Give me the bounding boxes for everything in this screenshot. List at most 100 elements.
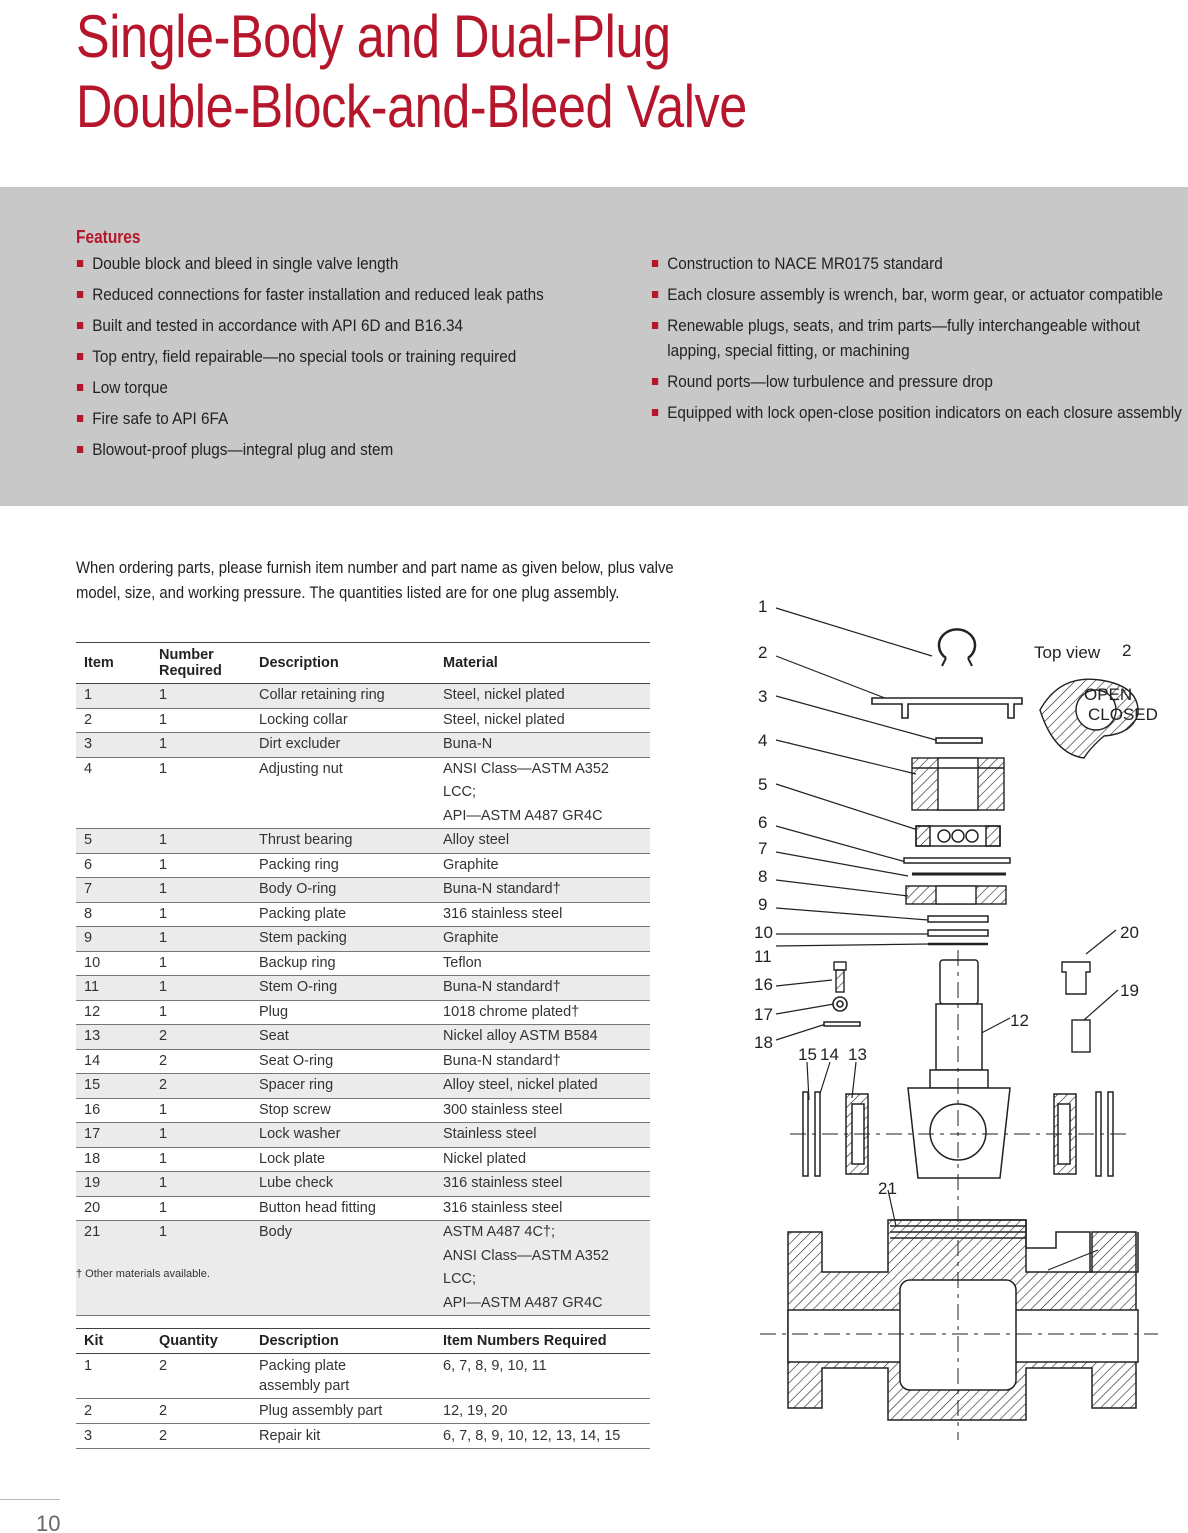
material-line: API—ASTM A487 GR4C bbox=[443, 807, 603, 824]
part-lock-plate bbox=[823, 1021, 861, 1027]
material-cell: Stainless steel bbox=[435, 1122, 650, 1148]
part-stem-packing bbox=[927, 915, 989, 937]
number-required-cell: 2 bbox=[151, 1073, 251, 1099]
callout-9: 9 bbox=[758, 895, 767, 914]
callout-20: 20 bbox=[1120, 923, 1139, 942]
item-cell: 2 bbox=[76, 708, 151, 733]
description-cell: Packing plate bbox=[251, 902, 435, 927]
callout-10: 10 bbox=[754, 923, 773, 942]
column-header-quantity: Quantity bbox=[151, 1328, 251, 1354]
material-line: 300 stainless steel bbox=[443, 1101, 563, 1118]
top-view-label: Top view bbox=[1034, 643, 1101, 662]
quantity-cell: 2 bbox=[151, 1353, 251, 1399]
number-required-cell: 1 bbox=[151, 1220, 251, 1316]
callout-15: 15 bbox=[798, 1045, 817, 1064]
material-line: Alloy steel bbox=[443, 832, 510, 848]
callout-19: 19 bbox=[1120, 981, 1139, 1000]
part-collar-retaining-ring bbox=[937, 628, 977, 667]
description-cell: Body bbox=[251, 1220, 435, 1316]
item-cell: 21 bbox=[76, 1220, 151, 1316]
callout-21: 21 bbox=[878, 1179, 897, 1198]
number-required-cell: 1 bbox=[151, 902, 251, 927]
item-numbers-cell: 12, 19, 20 bbox=[435, 1398, 650, 1424]
feature-item: Renewable plugs, seats, and trim parts—f… bbox=[651, 313, 1187, 363]
description-cell: Seat O-ring bbox=[251, 1049, 435, 1074]
callout-2-top: 2 bbox=[1122, 641, 1131, 660]
kits-table-header: Kit Quantity Description Item Numbers Re… bbox=[76, 1328, 650, 1354]
part-body bbox=[787, 1219, 1139, 1421]
kit-cell-text: 1 bbox=[84, 1358, 93, 1374]
material-cell: Buna-N standard† bbox=[435, 1049, 650, 1074]
material-line: Graphite bbox=[443, 930, 499, 946]
kit-cell: 2 bbox=[76, 1398, 151, 1424]
part-packing-plate bbox=[905, 885, 1007, 905]
features-heading: Features bbox=[76, 227, 141, 247]
material-line: 1018 chrome plated† bbox=[443, 1003, 580, 1020]
column-header-number-required: Number Required bbox=[151, 642, 251, 684]
kit-cell: 1 bbox=[76, 1353, 151, 1399]
item-cell: 10 bbox=[76, 951, 151, 976]
material-line: Steel, nickel plated bbox=[443, 711, 565, 728]
callout-numbers: 1 2 3 4 5 6 7 8 9 10 11 16 17 18 15 14 1… bbox=[754, 597, 1139, 1198]
material-cell: Steel, nickel plated bbox=[435, 683, 650, 709]
material-line: Buna-N standard† bbox=[443, 1052, 561, 1069]
number-required-cell: 1 bbox=[151, 683, 251, 709]
number-required-cell: 1 bbox=[151, 708, 251, 733]
kit-cell: 3 bbox=[76, 1423, 151, 1449]
feature-item: Double block and bleed in single valve l… bbox=[76, 251, 635, 276]
callout-6: 6 bbox=[758, 813, 767, 832]
quantity-cell: 2 bbox=[151, 1398, 251, 1424]
material-line: 316 stainless steel bbox=[443, 905, 563, 922]
feature-item: Round ports—low turbulence and pressure … bbox=[651, 369, 1187, 394]
feature-item: Built and tested in accordance with API … bbox=[76, 313, 635, 338]
part-locking-collar bbox=[871, 697, 1023, 719]
callout-1: 1 bbox=[758, 597, 767, 616]
feature-item: Low torque bbox=[76, 375, 635, 400]
number-required-cell: 2 bbox=[151, 1024, 251, 1050]
description-cell: Adjusting nut bbox=[251, 757, 435, 829]
callout-3: 3 bbox=[758, 687, 767, 706]
item-cell: 16 bbox=[76, 1098, 151, 1123]
kit-description-cell-text: Plug assembly part bbox=[259, 1403, 383, 1419]
part-thrust-bearing bbox=[915, 825, 1001, 847]
page-title: Single-Body and Dual-Plug Double-Block-a… bbox=[76, 2, 747, 142]
part-button-head-fitting bbox=[1061, 961, 1091, 995]
material-line: 316 stainless steel bbox=[443, 1175, 563, 1191]
material-cell: Alloy steel, nickel plated bbox=[435, 1073, 650, 1099]
description-cell: Collar retaining ring bbox=[251, 683, 435, 709]
material-cell: Buna-N bbox=[435, 732, 650, 758]
callout-18: 18 bbox=[754, 1033, 773, 1052]
material-line: Buna-N bbox=[443, 736, 493, 752]
indicator-closed-text: CLOSED bbox=[1088, 705, 1158, 724]
kit-cell-text: 3 bbox=[84, 1428, 93, 1444]
column-header-kit-description: Description bbox=[251, 1328, 435, 1354]
quantity-cell-text: 2 bbox=[159, 1358, 168, 1374]
page-number: 10 bbox=[36, 1511, 61, 1533]
item-cell: 17 bbox=[76, 1122, 151, 1148]
callout-4: 4 bbox=[758, 731, 767, 750]
material-line: API—ASTM A487 GR4C bbox=[443, 1294, 603, 1311]
material-cell: 300 stainless steel bbox=[435, 1098, 650, 1123]
item-numbers-cell: 6, 7, 8, 9, 10, 12, 13, 14, 15 bbox=[435, 1423, 650, 1449]
description-cell: Plug bbox=[251, 1000, 435, 1025]
column-header-material: Material bbox=[435, 642, 650, 684]
item-numbers-cell-text: 6, 7, 8, 9, 10, 12, 13, 14, 15 bbox=[443, 1428, 621, 1444]
description-cell: Packing ring bbox=[251, 853, 435, 878]
material-line: Graphite bbox=[443, 856, 499, 873]
material-cell: Steel, nickel plated bbox=[435, 708, 650, 733]
item-cell: 1 bbox=[76, 683, 151, 709]
item-numbers-cell: 6, 7, 8, 9, 10, 11 bbox=[435, 1353, 650, 1399]
